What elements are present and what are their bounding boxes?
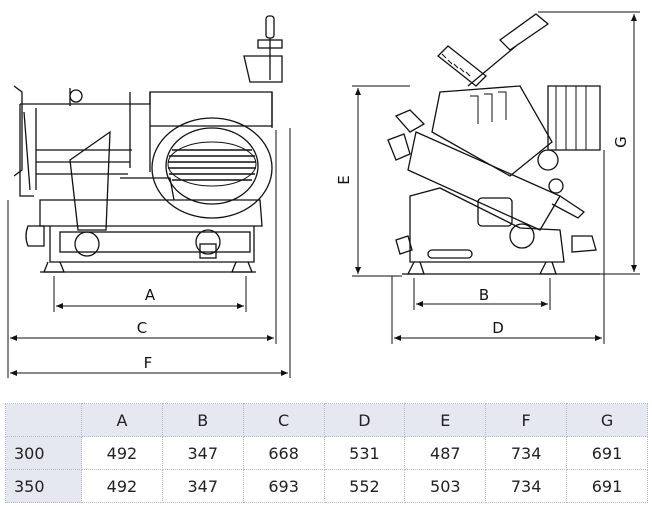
column-header-c: C bbox=[242, 403, 325, 437]
table-row: 300 492 347 668 531 487 734 691 bbox=[5, 436, 648, 470]
column-header-a: A bbox=[81, 403, 163, 437]
slicer-technical-drawing: A C F bbox=[7, 11, 640, 378]
dimension-label-b: B bbox=[479, 286, 489, 304]
column-header-d: D bbox=[323, 403, 406, 437]
dimension-label-g: G bbox=[612, 136, 630, 148]
table-cell: 734 bbox=[485, 469, 568, 503]
dimension-label-a: A bbox=[145, 286, 156, 304]
model-cell: 300 bbox=[5, 436, 82, 470]
model-cell: 350 bbox=[5, 469, 82, 503]
table-cell: 531 bbox=[323, 436, 406, 470]
column-header-g: G bbox=[566, 403, 648, 437]
table-cell: 347 bbox=[161, 469, 244, 503]
column-header-b: B bbox=[161, 403, 244, 437]
dimension-label-d: D bbox=[492, 319, 504, 337]
table-cell: 492 bbox=[81, 436, 163, 470]
column-header-f: F bbox=[485, 403, 568, 437]
table-cell: 691 bbox=[566, 436, 648, 470]
table-cell: 487 bbox=[404, 436, 487, 470]
column-header-e: E bbox=[404, 403, 487, 437]
table-cell: 693 bbox=[242, 469, 325, 503]
dimension-label-f: F bbox=[144, 354, 153, 372]
front-view-dimensions bbox=[7, 128, 291, 378]
table-cell: 552 bbox=[323, 469, 406, 503]
front-view-slicer bbox=[13, 15, 283, 273]
side-view-slicer bbox=[387, 13, 601, 275]
dimension-label-c: C bbox=[137, 319, 147, 337]
table-cell: 347 bbox=[161, 436, 244, 470]
table-cell: 668 bbox=[242, 436, 325, 470]
table-cell: 691 bbox=[566, 469, 648, 503]
side-view-dimensions bbox=[352, 11, 640, 344]
dimension-label-e: E bbox=[335, 175, 353, 184]
table-row: 350 492 347 693 552 503 734 691 bbox=[5, 469, 648, 503]
table-header-row: A B C D E F G bbox=[5, 403, 648, 437]
dimensions-table: A B C D E F G 300 492 347 668 531 487 73… bbox=[5, 403, 648, 503]
table-cell: 492 bbox=[81, 469, 163, 503]
table-cell: 503 bbox=[404, 469, 487, 503]
table-corner-cell bbox=[5, 403, 82, 437]
table-cell: 734 bbox=[485, 436, 568, 470]
